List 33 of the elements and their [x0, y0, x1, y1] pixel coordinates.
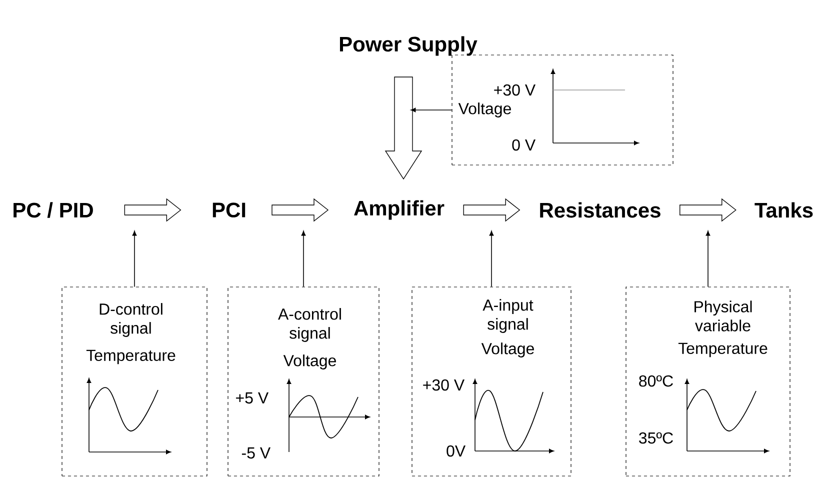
- signal-label: Physical variable: [694, 300, 752, 332]
- block-arrow: [124, 198, 182, 222]
- block-label: Power Supply: [340, 36, 478, 56]
- signal-label: Temperature: [86, 350, 176, 364]
- signal-label: D-control signal: [100, 303, 162, 337]
- signal-label: +5 V: [236, 392, 269, 404]
- signal-label: 0 V: [512, 139, 536, 151]
- block-arrow: [463, 198, 520, 222]
- block-arrow: [680, 198, 736, 222]
- signal-label: +30 V: [423, 379, 465, 391]
- signal-label: 80ºC: [639, 375, 673, 387]
- arrow: [301, 230, 306, 288]
- signal-label: +30 V: [494, 84, 536, 96]
- block-label: PC / PID: [14, 202, 93, 218]
- signal-label: Voltage: [283, 354, 336, 370]
- block-label: Tanks: [754, 202, 813, 218]
- signal-label: 35ºC: [639, 432, 673, 444]
- block-label: PCI: [212, 202, 246, 218]
- arrow: [706, 230, 710, 288]
- block-arrow: [272, 198, 329, 222]
- signal-label: 0V: [446, 445, 466, 457]
- arrow: [489, 230, 494, 288]
- signal-label: A-input signal: [482, 299, 534, 333]
- signal-label: Voltage: [481, 342, 534, 358]
- block-label: Amplifier: [354, 200, 444, 220]
- signal-label: Voltage: [458, 102, 511, 118]
- block-arrow: [384, 76, 422, 180]
- block-label: Resistances: [540, 202, 660, 218]
- signal-label: Temperature: [678, 342, 768, 358]
- arrow: [410, 108, 452, 112]
- signal-label: A-control signal: [278, 308, 341, 342]
- signal-label: -5 V: [242, 447, 271, 459]
- arrow: [132, 230, 137, 288]
